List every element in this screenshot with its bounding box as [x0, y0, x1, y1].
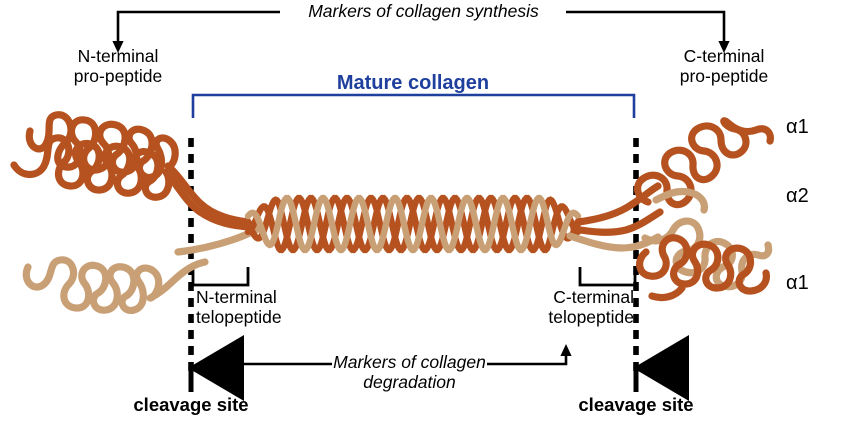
chain-alpha2-left-propeptide: [22, 256, 209, 315]
chain-tails-left-entry: [162, 162, 262, 256]
cleavage-site-left-label: cleavage site: [133, 394, 249, 415]
chain-alpha1-top-right-propeptide: [634, 117, 774, 209]
chain-alpha1-top-left-propeptide: [10, 111, 179, 201]
c-terminal-telopeptide-bracket: [578, 267, 637, 287]
chain-label-alpha1-bottom: α1: [786, 272, 809, 294]
chain-label-alpha2: α2: [786, 185, 809, 207]
chain-label-alpha1-top: α1: [786, 116, 809, 138]
n-terminal-telopeptide-bracket: [191, 267, 250, 287]
markers-degradation-arrowheads: [227, 344, 572, 356]
n-terminal-propeptide-label: N-terminal pro-peptide: [73, 46, 163, 86]
c-terminal-propeptide-label: C-terminal pro-peptide: [679, 46, 769, 86]
n-terminal-telopeptide-label: N-terminal telopeptide: [196, 287, 282, 327]
triple-helix: [244, 194, 582, 254]
cleavage-site-right-label: cleavage site: [578, 394, 694, 415]
markers-synthesis-connector: [116, 10, 726, 49]
c-terminal-telopeptide-label: C-terminal telopeptide: [548, 287, 634, 327]
markers-synthesis-label: Markers of collagen synthesis: [308, 1, 539, 21]
markers-synthesis-arrowheads: [112, 41, 730, 53]
mature-collagen-label: Mature collagen: [336, 72, 490, 94]
markers-degradation-label: Markers of collagen degradation: [333, 352, 486, 392]
chain-alpha1-bottom-right-propeptide: [636, 234, 770, 302]
mature-collagen-bracket: [191, 93, 636, 118]
